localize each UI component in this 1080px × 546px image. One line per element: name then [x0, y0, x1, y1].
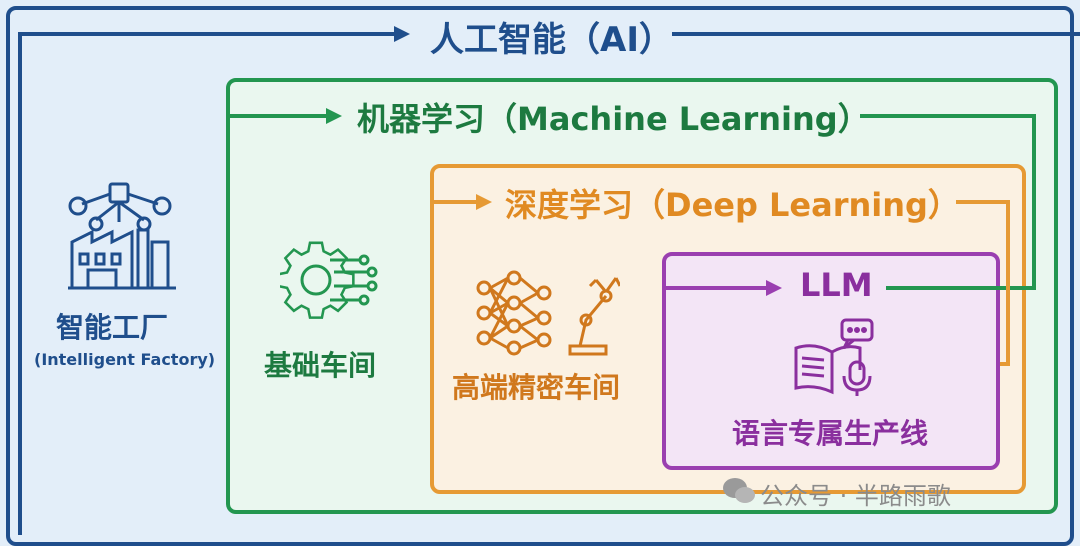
factory-label: 智能工厂: [56, 311, 169, 344]
dl-arrow-tail: [956, 200, 1010, 366]
precision-workshop-label: 高端精密车间: [452, 371, 621, 404]
ai-arrow-line: [18, 32, 400, 535]
basic-workshop-label: 基础车间: [264, 349, 377, 382]
llm-arrowhead: [766, 280, 782, 296]
ai-title: 人工智能（AI）: [430, 20, 673, 60]
watermark: 公众号 · 半路雨歌: [760, 482, 951, 510]
dl-arrowhead: [476, 194, 492, 210]
ml-arrow-tail: [860, 114, 1036, 290]
neural-network-robot-arm-icon: [476, 270, 620, 356]
factory-network-icon: [68, 182, 176, 290]
book-microphone-icon: [794, 318, 874, 396]
wechat-icon: [723, 478, 755, 503]
gear-circuit-icon: [280, 241, 378, 319]
ml-title: 机器学习（Machine Learning）: [357, 100, 870, 138]
factory-sub-label: (Intelligent Factory): [34, 350, 216, 369]
ai-arrowhead: [394, 26, 410, 42]
ml-arrowhead: [326, 108, 342, 124]
connector-arrows: [18, 26, 1080, 535]
dl-title: 深度学习（Deep Learning）: [505, 186, 960, 224]
llm-title: LLM: [800, 266, 873, 304]
language-line-label: 语言专属生产线: [732, 417, 929, 450]
